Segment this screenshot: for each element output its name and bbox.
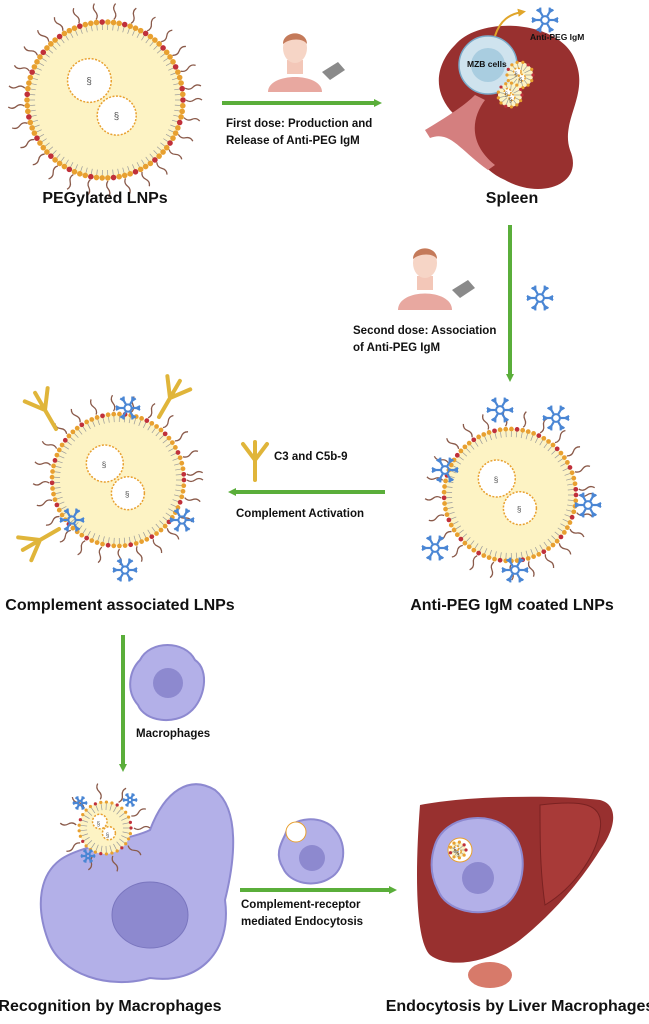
igm-on-lnp-icon — [501, 557, 529, 583]
receptor-line-2: mediated Endocytosis — [241, 916, 364, 928]
svg-text:§: § — [517, 505, 522, 514]
igm-on-lnp-icon — [542, 405, 570, 431]
lnp-in-spleen: §§ — [496, 81, 524, 109]
mzb-cells-text: MZB cells — [467, 59, 507, 69]
label-recognition: Recognition by Macrophages — [0, 998, 222, 1015]
lnp-in-spleen: §§ — [505, 60, 535, 90]
recognized-lnp: §§ — [59, 783, 151, 872]
svg-text:§: § — [453, 848, 456, 854]
igm-on-lnp-icon — [486, 397, 514, 423]
person-first-dose — [268, 33, 345, 92]
svg-text:§: § — [509, 97, 512, 103]
igm-on-lnp-icon — [421, 535, 449, 561]
svg-text:§: § — [106, 833, 109, 839]
igm-on-lnp-icon — [115, 396, 141, 420]
label-complement-lnps: Complement associated LNPs — [5, 597, 235, 614]
complement-activation-text: Complement Activation — [236, 508, 365, 520]
macrophages-text: Macrophages — [136, 728, 211, 740]
complement-associated-lnp: §§ — [32, 394, 204, 566]
igm-small-icon — [122, 793, 138, 807]
second-dose-line-2: of Anti-PEG IgM — [353, 342, 441, 354]
receptor-text: Complement-receptor mediated Endocytosis — [241, 897, 363, 931]
label-coated-lnps: Anti-PEG IgM coated LNPs — [410, 597, 614, 614]
label-spleen: Spleen — [485, 190, 539, 207]
free-igm-icon — [526, 285, 554, 311]
released-igm-icon — [531, 7, 559, 33]
svg-text:§: § — [519, 78, 522, 84]
svg-text:§: § — [114, 112, 119, 123]
label-pegylated-lnps: PEGylated LNPs — [42, 190, 168, 207]
svg-text:§: § — [514, 72, 517, 78]
pegylated-lnp: §§ — [7, 3, 203, 198]
first-dose-line-1: First dose: Production and — [226, 118, 373, 130]
igm-on-lnp-icon — [59, 508, 85, 532]
first-dose-text: First dose: Production and Release of An… — [226, 116, 372, 150]
liver-illustration — [417, 796, 614, 988]
second-dose-line-1: Second dose: Association — [353, 325, 497, 337]
recognizing-macrophage — [39, 783, 235, 984]
svg-text:§: § — [97, 822, 100, 828]
complement-legend-icon — [241, 440, 269, 482]
svg-text:§: § — [456, 852, 459, 858]
svg-text:§: § — [494, 476, 499, 485]
spleen-illustration — [425, 8, 580, 189]
second-dose-text: Second dose: Association of Anti-PEG IgM — [353, 323, 496, 357]
complement-top-right-icon — [157, 374, 193, 420]
macrophage-icon — [129, 644, 206, 722]
complement-bottom-left-icon — [16, 527, 62, 563]
anti-peg-igm-text: Anti-PEG IgM — [530, 32, 585, 42]
label-endocytosis: Endocytosis by Liver Macrophages — [385, 998, 649, 1015]
svg-text:§: § — [125, 490, 130, 499]
complement-top-left-icon — [22, 386, 58, 432]
person-second-dose — [398, 248, 475, 310]
svg-text:§: § — [102, 461, 107, 470]
svg-text:§: § — [505, 92, 508, 98]
igm-on-lnp-icon — [431, 457, 459, 483]
igm-small-icon — [80, 849, 96, 863]
igm-on-lnp-icon — [112, 558, 138, 582]
macrophage-with-lnp — [277, 818, 345, 885]
igm-on-lnp-icon — [574, 492, 602, 518]
receptor-line-1: Complement-receptor — [241, 899, 361, 911]
c3-text: C3 and C5b-9 — [274, 451, 348, 463]
igm-on-lnp-icon — [169, 508, 195, 532]
lnp-in-liver-macrophage: §§ — [448, 840, 468, 860]
igm-coated-lnp: §§ — [424, 409, 596, 581]
first-dose-line-2: Release of Anti-PEG IgM — [226, 135, 360, 147]
svg-text:§: § — [86, 77, 91, 88]
igm-small-icon — [72, 796, 88, 810]
